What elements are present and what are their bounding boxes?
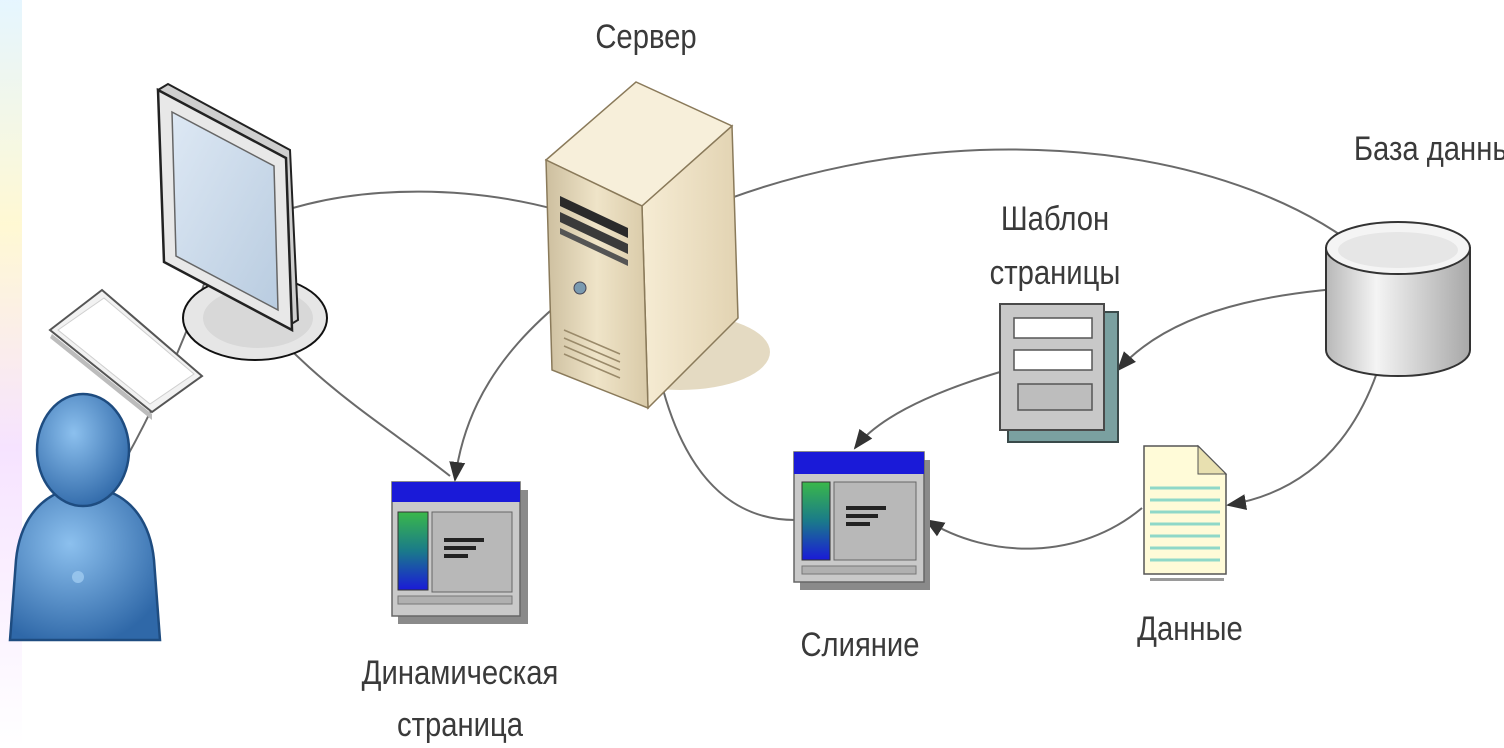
template-label-line1: Шаблон <box>1000 200 1110 238</box>
merge-window-icon <box>793 451 930 590</box>
template-icon <box>999 303 1119 443</box>
data-label: Данные <box>1137 610 1243 648</box>
template-label-line2: страницы <box>989 254 1121 292</box>
dynamic-page-label-line1: Динамическая <box>361 654 559 692</box>
connector-data-to-merge <box>924 507 1143 550</box>
monitor-icon <box>156 82 328 361</box>
connector-server-to-database <box>635 148 1394 280</box>
user-icon <box>8 392 162 642</box>
connector-template-to-merge <box>853 371 1001 450</box>
server-label: Сервер <box>595 18 697 56</box>
keyboard-icon <box>48 288 204 420</box>
merge-label: Слияние <box>800 626 920 664</box>
database-icon <box>1325 221 1471 377</box>
dynamic-page-icon <box>391 481 528 624</box>
server-icon <box>544 81 770 410</box>
dynamic-page-label-line2: страница <box>396 706 524 744</box>
database-label: База данных <box>1353 130 1504 168</box>
data-document-icon <box>1143 444 1228 581</box>
